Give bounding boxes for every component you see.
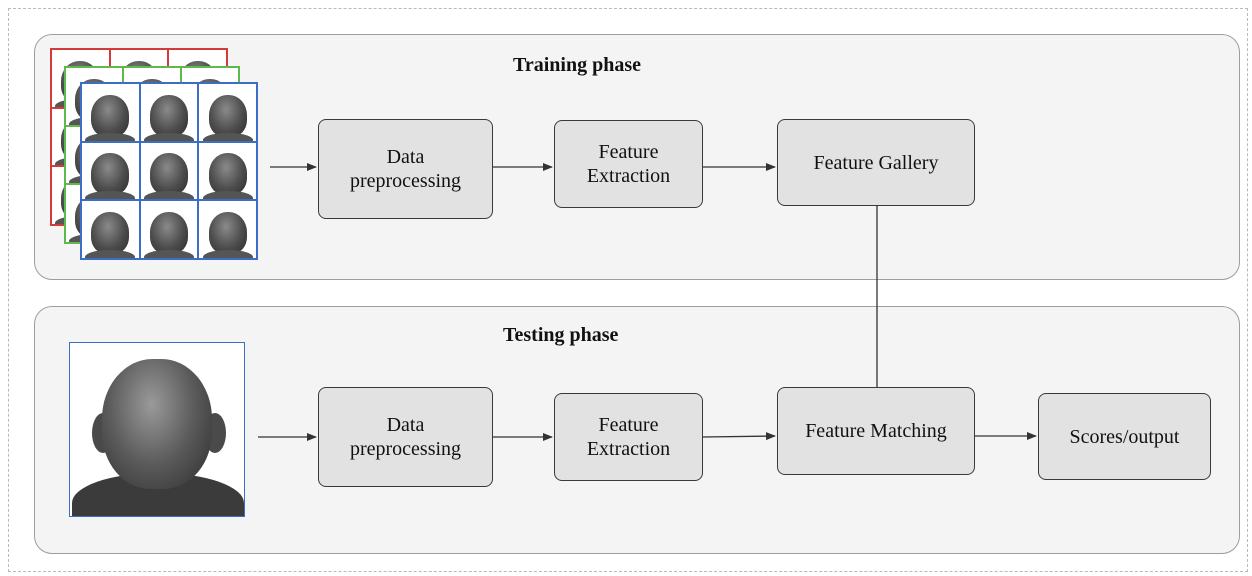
face-thumbnail-cell: [81, 141, 140, 201]
face-thumbnail-cell: [198, 83, 257, 142]
feature-gallery-node: Feature Gallery: [777, 119, 975, 206]
feature-matching-node: Feature Matching: [777, 387, 975, 475]
testing-feature-extraction-node: Feature Extraction: [554, 393, 703, 481]
feature-gallery-label: Feature Gallery: [813, 151, 939, 174]
face-thumbnail-cell: [139, 141, 199, 201]
scores-output-label: Scores/output: [1069, 425, 1180, 448]
training-data-preprocessing-label: Data preprocessing: [349, 146, 462, 192]
testing-data-preprocessing-node: Data preprocessing: [318, 387, 493, 487]
face-thumbnail-cell: [198, 141, 257, 201]
scores-output-node: Scores/output: [1038, 393, 1211, 480]
outer-dashed-frame: [8, 8, 1248, 572]
face-scan-thumbnail: [143, 153, 194, 200]
face-thumbnail-cell: [139, 83, 199, 142]
face-scan-thumbnail: [85, 94, 136, 141]
training-image-grid-blue: [80, 82, 258, 260]
face-scan-thumbnail: [85, 153, 136, 200]
testing-phase-title: Testing phase: [503, 324, 619, 346]
probe-head: [102, 359, 212, 489]
testing-feature-extraction-label: Feature Extraction: [586, 414, 671, 460]
probe-face-image: [69, 342, 245, 517]
training-feature-extraction-label: Feature Extraction: [586, 141, 671, 187]
face-scan-thumbnail: [202, 94, 253, 141]
training-data-preprocessing-node: Data preprocessing: [318, 119, 493, 219]
face-thumbnail-cell: [81, 83, 140, 142]
training-phase-title: Training phase: [513, 54, 641, 76]
face-thumbnail-cell: [139, 200, 199, 259]
feature-matching-label: Feature Matching: [805, 420, 947, 442]
face-scan-thumbnail: [202, 212, 253, 259]
testing-data-preprocessing-label: Data preprocessing: [349, 414, 462, 460]
face-scan-thumbnail: [202, 153, 253, 200]
face-scan-thumbnail: [143, 94, 194, 141]
face-scan-thumbnail: [143, 212, 194, 259]
face-scan-thumbnail: [85, 212, 136, 259]
face-thumbnail-cell: [81, 200, 140, 259]
face-thumbnail-cell: [198, 200, 257, 259]
training-feature-extraction-node: Feature Extraction: [554, 120, 703, 208]
